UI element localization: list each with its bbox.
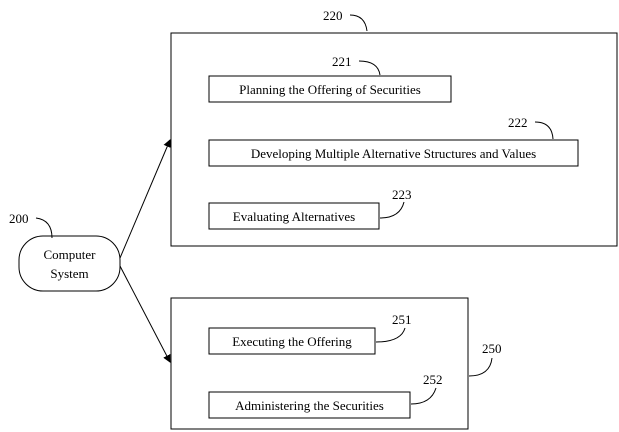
step-box-developing bbox=[208, 139, 579, 167]
ref-label-252: 252 bbox=[423, 372, 443, 387]
ref-label-223: 223 bbox=[392, 187, 412, 202]
step-label-developing: Developing Multiple Alternative Structur… bbox=[251, 146, 536, 161]
computer-system-label-line2: System bbox=[50, 266, 88, 281]
ref-label-221: 221 bbox=[332, 54, 352, 69]
ref-label-251: 251 bbox=[392, 312, 412, 327]
computer-system-node: Computer System bbox=[18, 235, 121, 292]
step-label-evaluating: Evaluating Alternatives bbox=[233, 209, 355, 224]
step-box-administering bbox=[208, 391, 411, 419]
step-label-executing: Executing the Offering bbox=[232, 334, 352, 349]
ref-label-250: 250 bbox=[482, 341, 502, 356]
step-label-planning: Planning the Offering of Securities bbox=[239, 82, 421, 97]
arrow-to-group-220 bbox=[119, 139, 171, 259]
step-box-planning bbox=[208, 75, 452, 103]
ref-label-222: 222 bbox=[508, 115, 528, 130]
step-box-evaluating bbox=[208, 202, 380, 230]
leader-220 bbox=[349, 14, 368, 32]
step-label-administering: Administering the Securities bbox=[235, 398, 384, 413]
leader-221 bbox=[358, 60, 381, 76]
leader-223 bbox=[379, 201, 405, 219]
group-250: 250 Executing the Offering 251 Administe… bbox=[170, 297, 502, 430]
leader-200 bbox=[35, 217, 53, 239]
ref-label-220: 220 bbox=[323, 8, 343, 23]
computer-system-shape bbox=[18, 235, 121, 292]
computer-system-label-line1: Computer bbox=[44, 247, 97, 262]
arrow-to-group-250 bbox=[119, 265, 171, 363]
leader-250 bbox=[468, 357, 493, 377]
ref-label-200: 200 bbox=[9, 211, 29, 226]
leader-222 bbox=[534, 121, 554, 140]
group-220: 220 Planning the Offering of Securities … bbox=[170, 8, 618, 247]
leader-252 bbox=[410, 387, 437, 405]
leader-251 bbox=[375, 327, 406, 343]
step-box-executing bbox=[208, 327, 376, 355]
